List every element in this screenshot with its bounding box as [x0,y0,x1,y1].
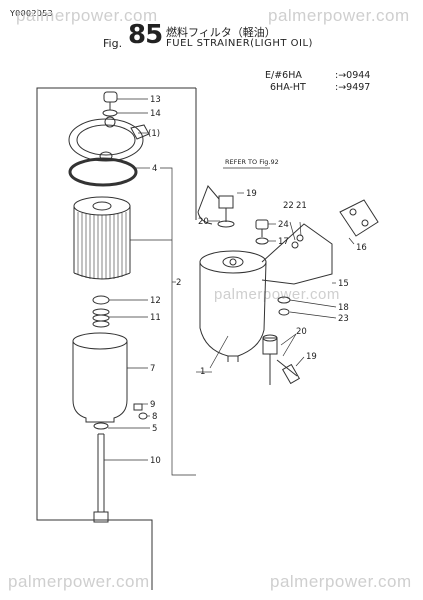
callout-1: 1 [200,367,205,377]
washer-17-shape [255,237,269,245]
union-fitting-top-shape [197,185,235,228]
callout-11: 11 [150,313,161,323]
callout-20-top: 20 [198,217,209,227]
callout-13: 13 [150,95,161,105]
watermark-top-left: palmerpower.com [16,6,158,25]
watermark-bottom-left: palmerpower.com [8,572,150,591]
figure-prefix: Fig. [103,37,123,50]
title-japanese: 燃料フィルタ（軽油） [166,26,276,39]
washer-12-shape [92,295,110,305]
callout-5: 5 [152,424,157,434]
callout-23: 23 [338,314,349,324]
filter-bowl-shape [72,332,128,423]
plate-16-shape [339,199,379,237]
callout-21: 21 [296,201,307,211]
union-fitting-bottom-shape [262,334,301,385]
serial-range-1: :→0944 [335,70,371,81]
callout-15: 15 [338,279,349,289]
callout-14: 14 [150,109,161,119]
filter-cover-shape [68,116,150,162]
fuel-hose-top-shape [197,211,213,225]
long-bolt-10-shape [93,433,109,523]
watermark-top-right: palmerpower.com [268,6,410,25]
callout-16: 16 [356,243,367,253]
callout-22: 22 [283,201,294,211]
callout-4: 4 [152,164,157,174]
watermark-bottom-right: palmerpower.com [270,572,412,591]
washer-14-shape [102,109,118,117]
callout-9: 9 [150,400,155,410]
document-id: Y0002053 [10,9,53,18]
refer-note: REFER TO Fig.92 [225,158,279,166]
right-leader-lines [196,167,355,373]
filter-element-shape [73,196,131,280]
callout-10: 10 [150,456,161,466]
group-bracket-frame [36,87,196,590]
figure-number: 85 [128,20,163,50]
serial-range-2: :→9497 [335,82,371,93]
left-leader-lines [104,98,196,476]
bolt-13-shape [103,91,118,110]
callout-cover: (1) [148,129,160,139]
serial-model-2: 6HA-HT [270,82,306,93]
callout-24: 24 [278,220,289,230]
nut-23-shape [278,308,290,316]
bracket-15-shape [261,223,333,285]
callout-8: 8 [152,412,157,422]
spring-11-shape [92,308,110,328]
watermark-center: palmerpower.com [214,286,340,303]
serial-model-1: E/#6HA [265,70,302,81]
title-english: FUEL STRAINER(LIGHT OIL) [166,38,313,49]
gasket-4-shape [68,157,138,187]
washer-18-shape [277,296,291,304]
callout-7: 7 [150,364,155,374]
washer-5-shape [93,422,109,430]
drain-plug-shape [133,403,148,420]
callout-20-bottom: 20 [296,327,307,337]
callout-2: 2 [176,278,181,288]
filter-housing-shape [199,250,267,362]
callout-17: 17 [278,237,289,247]
callout-19-bottom: 19 [306,352,317,362]
callout-12: 12 [150,296,161,306]
callout-18: 18 [338,303,349,313]
callout-19-top: 19 [246,189,257,199]
bolt-24-shape [255,219,269,237]
